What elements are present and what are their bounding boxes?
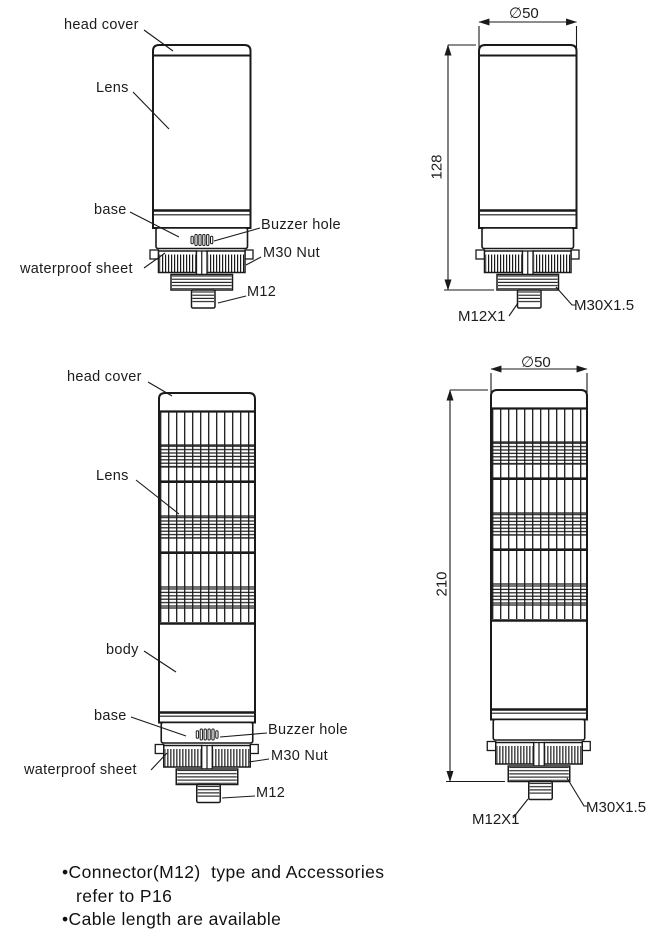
label-m30-nut-multi: M30 Nut	[271, 748, 328, 764]
drawing-single-tower-labeled	[150, 45, 253, 308]
label-m12-single: M12	[247, 284, 277, 300]
note-connector-type-cont: refer to P16	[76, 886, 173, 906]
dim-m30-thread-multi: M30X1.5	[586, 799, 647, 816]
dim-m12-thread-single: M12X1	[458, 308, 506, 325]
label-body-multi: body	[106, 642, 139, 658]
label-m30-nut-single: M30 Nut	[263, 245, 320, 261]
dimension-lines-bottom-right	[446, 365, 588, 819]
dim-diameter-single: ∅50	[509, 5, 539, 22]
dim-m30-thread-single: M30X1.5	[574, 297, 635, 314]
leader-lines-bottom-left	[130, 381, 270, 799]
drawing-multi-tower-dimensioned	[487, 390, 590, 800]
label-lens-single: Lens	[96, 80, 129, 96]
label-waterproof-sheet-single: waterproof sheet	[20, 261, 133, 277]
leader-lines-top-left	[129, 29, 262, 304]
label-head-cover-multi: head cover	[67, 369, 142, 385]
dim-height-single: 128	[428, 154, 446, 180]
dim-height-multi: 210	[433, 571, 451, 597]
label-buzzer-hole-multi: Buzzer hole	[268, 722, 348, 738]
drawing-single-tower-dimensioned	[476, 45, 579, 308]
drawing-multi-tower-labeled	[155, 393, 258, 803]
note-cable-length: •Cable length are available	[62, 909, 282, 929]
dim-m12-thread-multi: M12X1	[472, 811, 520, 828]
note-connector-type: •Connector(M12) type and Accessories	[62, 862, 385, 882]
label-head-cover-single: head cover	[64, 17, 139, 33]
label-base-single: base	[94, 202, 127, 218]
dim-diameter-multi: ∅50	[521, 354, 551, 371]
label-base-multi: base	[94, 708, 127, 724]
label-buzzer-hole-single: Buzzer hole	[261, 217, 341, 233]
label-waterproof-sheet-multi: waterproof sheet	[24, 762, 137, 778]
dimension-lines-top-right	[444, 18, 578, 317]
label-m12-multi: M12	[256, 785, 286, 801]
label-lens-multi: Lens	[96, 468, 129, 484]
